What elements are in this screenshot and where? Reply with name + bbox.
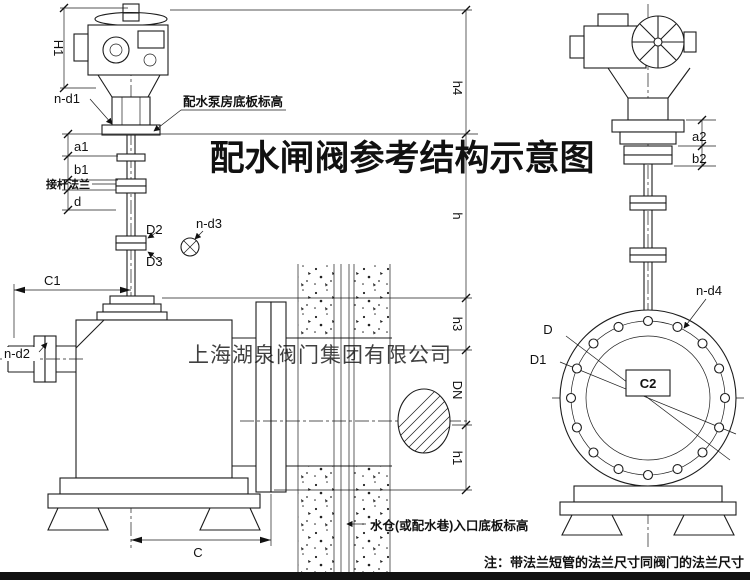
dim-h3: h3 xyxy=(450,317,465,331)
bottom-bar xyxy=(0,572,750,580)
left-stem xyxy=(115,135,147,300)
dim-b1: b1 xyxy=(74,162,88,177)
valve-flange-front xyxy=(559,309,737,536)
dim-C: C xyxy=(193,545,202,560)
dim-a1: a1 xyxy=(74,139,88,154)
yoke-flange xyxy=(101,124,161,136)
D1-diameter-line xyxy=(559,361,737,435)
dim-D2: D2 xyxy=(146,222,163,237)
dim-C2: C2 xyxy=(640,376,657,391)
dim-h: h xyxy=(450,212,465,219)
company-watermark: 上海湖泉阀门集团有限公司 xyxy=(188,344,452,367)
left-actuator xyxy=(73,3,169,136)
dim-h4: h4 xyxy=(450,81,465,95)
pump-floor-callout: 配水泵房底板标高 xyxy=(183,94,283,109)
dim-n-d3: n-d3 xyxy=(196,216,222,231)
dimension-column: h4 h h3 DN h1 xyxy=(162,5,472,495)
dim-a2: a2 xyxy=(692,129,706,144)
pipe-section-ellipse xyxy=(397,388,451,454)
dim-h1: h1 xyxy=(450,451,465,465)
right-stem xyxy=(611,119,685,312)
dim-H1: H1 xyxy=(51,40,66,57)
dim-D1: D1 xyxy=(530,352,547,367)
center-boss xyxy=(625,369,671,397)
right-actuator xyxy=(569,13,697,121)
left-view xyxy=(0,3,470,572)
bolt-symbol xyxy=(180,237,200,257)
drawing-title: 配水闸阀参考结构示意图 xyxy=(209,139,594,178)
right-view xyxy=(552,4,744,548)
flange-note: 注：带法兰短管的法兰尺寸同阀门的法兰尺寸 xyxy=(484,555,744,570)
right-dimensions: a2 b2 n-d4 D D1 C2 xyxy=(530,115,722,391)
dim-D: D xyxy=(543,322,552,337)
dim-D3: D3 xyxy=(146,254,163,269)
sump-floor-callout: 水仓(或配水巷)入口底板标高 xyxy=(370,518,528,533)
callouts: 配水泵房底板标高 接杆法兰 水仓(或配水巷)入口底板标高 xyxy=(46,94,528,533)
flange-inner-circle xyxy=(585,335,711,461)
valve-body xyxy=(0,295,470,531)
dim-b2: b2 xyxy=(692,151,706,166)
dim-DN: DN xyxy=(450,381,465,400)
dim-n-d2: n-d2 xyxy=(4,346,30,361)
left-dimensions: H1 n-d1 a1 b1 d D2 D3 n-d3 C1 n-d2 xyxy=(2,3,478,560)
dim-C1: C1 xyxy=(44,273,61,288)
rod-flange-callout: 接杆法兰 xyxy=(46,177,90,191)
dim-n-d4: n-d4 xyxy=(696,283,722,298)
dim-d: d xyxy=(74,194,81,209)
bolt-holes xyxy=(565,315,731,481)
dim-n-d1: n-d1 xyxy=(54,91,80,106)
concrete-wall xyxy=(297,264,391,572)
